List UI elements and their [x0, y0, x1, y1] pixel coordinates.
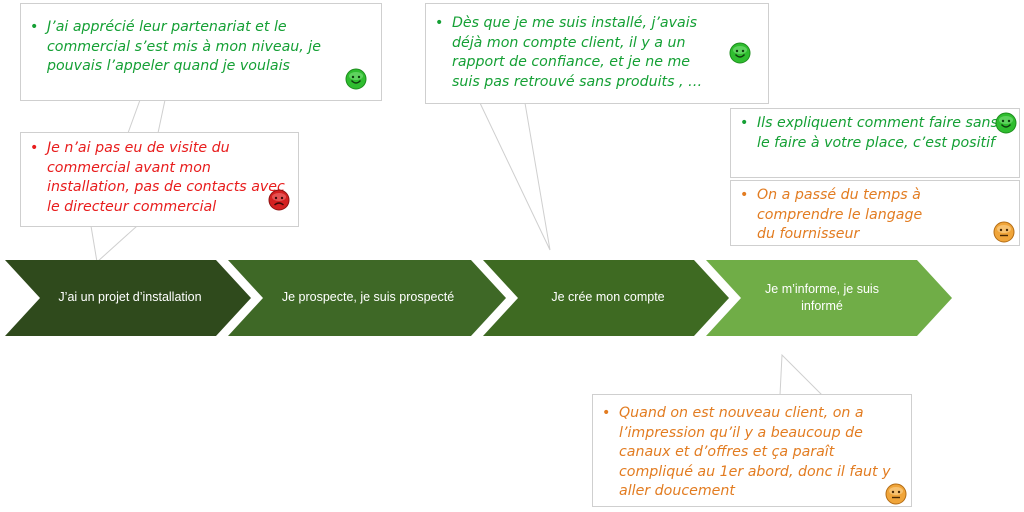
callout-no-visit: Je n’ai pas eu de visite du commercial a…	[20, 132, 299, 227]
stage-chevron-1	[5, 260, 251, 336]
stage-label-4: Je m’informe, je suis informé	[765, 282, 879, 313]
connector-account	[479, 102, 551, 251]
stage-label-3: Je crée mon compte	[551, 290, 665, 304]
callout-no-visit-text: Je n’ai pas eu de visite du commercial a…	[21, 139, 292, 217]
callout-account-text: Dès que je me suis installé, j’avais déj…	[426, 14, 722, 92]
smiley-neutral-icon	[885, 483, 907, 505]
callout-new-client-text: Quand on est nouveau client, on a l’impr…	[593, 404, 897, 502]
callout-account: Dès que je me suis installé, j’avais déj…	[425, 3, 769, 104]
stage-chevron-4	[706, 260, 952, 336]
stage-label-2: Je prospecte, je suis prospecté	[281, 290, 455, 304]
callout-new-client: Quand on est nouveau client, on a l’impr…	[592, 394, 912, 507]
callout-language: On a passé du temps à comprendre le lang…	[730, 180, 1020, 246]
smiley-happy-icon	[995, 112, 1017, 134]
smiley-neutral-icon	[993, 221, 1015, 243]
callout-explain-text: Ils expliquent comment faire sans le fai…	[731, 114, 1009, 153]
connector-partnership-b	[157, 99, 166, 134]
stage-label-1: J’ai un projet d’installation	[58, 290, 202, 304]
stage-chevron-3	[483, 260, 729, 336]
callout-explain: Ils expliquent comment faire sans le fai…	[730, 108, 1020, 178]
stage-chevron-2	[228, 260, 506, 336]
smiley-happy-icon	[729, 42, 751, 64]
callout-partnership-text: J’ai apprécié leur partenariat et le com…	[21, 18, 371, 77]
connector-new-client	[779, 353, 823, 396]
smiley-happy-icon	[345, 68, 367, 90]
callout-language-text: On a passé du temps à comprendre le lang…	[731, 186, 939, 245]
connector-partnership	[127, 99, 141, 134]
callout-partnership: J’ai apprécié leur partenariat et le com…	[20, 3, 382, 101]
smiley-sad-icon	[268, 189, 290, 211]
